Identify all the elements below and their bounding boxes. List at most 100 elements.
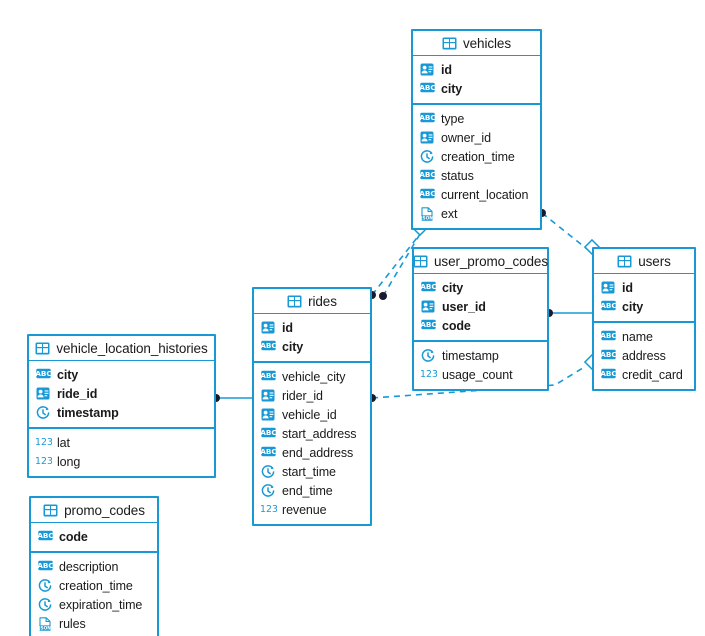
relationship-vehicle-location-histories-to-rides[interactable] [212, 394, 252, 402]
column-row[interactable]: id [413, 60, 540, 79]
column-row[interactable]: rider_id [254, 386, 370, 405]
svg-text:ABC: ABC [601, 350, 616, 359]
relationship-user-promo-codes-to-users[interactable] [545, 309, 592, 317]
svg-text:JSON: JSON [38, 625, 51, 630]
table-header-user_promo_codes[interactable]: user_promo_codes [413, 249, 548, 274]
column-name: owner_id [441, 130, 491, 145]
column-row[interactable]: 123 lat [29, 433, 214, 452]
svg-text:123: 123 [421, 369, 437, 379]
column-row[interactable]: ABC city [414, 278, 547, 297]
column-row[interactable]: creation_time [413, 147, 540, 166]
table-header-promo_codes[interactable]: promo_codes [31, 498, 157, 523]
column-row[interactable]: ABC city [413, 79, 540, 98]
column-name: city [442, 280, 464, 295]
table-header-rides[interactable]: rides [254, 289, 370, 314]
table-grid-icon [442, 37, 457, 50]
abc-string-icon: ABC [261, 370, 276, 384]
column-row[interactable]: user_id [414, 297, 547, 316]
relationship-line [541, 212, 593, 254]
column-name: vehicle_city [282, 369, 346, 384]
column-name: start_time [282, 464, 336, 479]
column-row[interactable]: id [254, 318, 370, 337]
column-name: credit_card [622, 367, 683, 382]
123-number-icon: 123 [36, 436, 52, 450]
column-name: long [57, 454, 81, 469]
column-name: lat [57, 435, 70, 450]
table-header-users[interactable]: users [594, 249, 694, 274]
abc-string-icon: ABC [261, 427, 276, 441]
clock-icon [421, 348, 436, 363]
id-card-icon [420, 131, 435, 145]
table-title: rides [308, 293, 337, 309]
column-row[interactable]: ABC vehicle_city [254, 367, 370, 386]
id-card-icon [601, 281, 616, 295]
column-name: end_time [282, 483, 333, 498]
column-row[interactable]: ride_id [29, 384, 214, 403]
svg-text:ABC: ABC [261, 447, 276, 456]
abc-string-icon: ABC [38, 560, 53, 574]
abc-string-icon: ABC [261, 340, 276, 354]
svg-text:ABC: ABC [420, 170, 435, 179]
column-row[interactable]: timestamp [414, 346, 547, 365]
123-number-icon: 123 [421, 368, 437, 382]
abc-string-icon: ABC [420, 82, 435, 96]
column-row[interactable]: end_time [254, 481, 370, 500]
abc-string-icon: ABC [601, 368, 616, 382]
svg-text:ABC: ABC [601, 331, 616, 340]
table-title: vehicles [463, 35, 511, 51]
column-name: city [441, 81, 463, 96]
column-row[interactable]: ABC credit_card [594, 365, 694, 384]
svg-text:ABC: ABC [36, 369, 51, 378]
abc-string-icon: ABC [261, 446, 276, 460]
column-row[interactable]: vehicle_id [254, 405, 370, 424]
clock-icon [38, 597, 53, 612]
abc-string-icon: ABC [36, 368, 51, 382]
clock-icon [261, 464, 276, 479]
clock-icon [261, 483, 276, 498]
svg-text:ABC: ABC [261, 341, 276, 350]
column-name: city [622, 299, 644, 314]
column-row[interactable]: id [594, 278, 694, 297]
column-row[interactable]: creation_time [31, 576, 157, 595]
column-row[interactable]: start_time [254, 462, 370, 481]
column-row[interactable]: timestamp [29, 403, 214, 422]
abc-string-icon: ABC [601, 349, 616, 363]
table-header-vehicle_location_histories[interactable]: vehicle_location_histories [29, 336, 214, 361]
svg-text:ABC: ABC [421, 282, 436, 291]
column-row[interactable]: expiration_time [31, 595, 157, 614]
table-header-vehicles[interactable]: vehicles [413, 31, 540, 56]
column-name: code [442, 318, 471, 333]
abc-string-icon: ABC [601, 330, 616, 344]
id-card-icon [261, 408, 276, 422]
column-row[interactable]: owner_id [413, 128, 540, 147]
